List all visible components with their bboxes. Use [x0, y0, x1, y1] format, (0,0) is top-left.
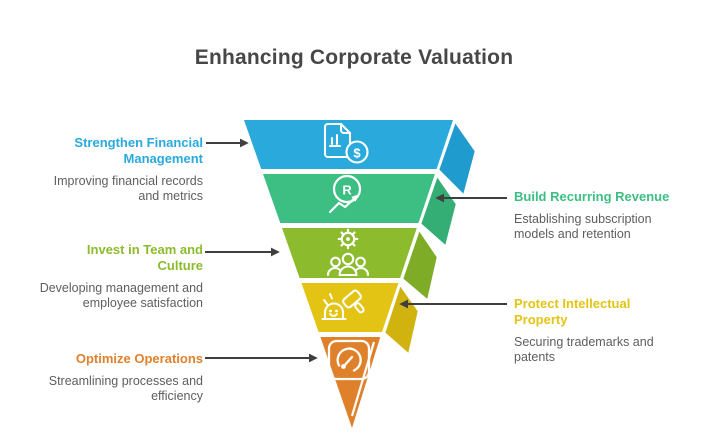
dollar-glyph: $ — [353, 146, 361, 161]
person-center-body — [338, 265, 358, 277]
gauge-needle — [342, 355, 354, 368]
label-optimize-operations: Optimize Operations Streamlining process… — [8, 351, 203, 404]
recurring-revenue-growth-icon: R — [328, 174, 362, 214]
gear-ring — [340, 231, 356, 247]
level-title: Build Recurring Revenue — [514, 189, 670, 204]
level-description: Establishing subscription models and ret… — [514, 212, 652, 241]
gear-teeth — [337, 228, 359, 250]
gavel-handle — [354, 302, 365, 314]
stamp-dome — [323, 302, 345, 321]
impact-sparkles — [323, 293, 333, 305]
trend-arrowhead — [351, 194, 360, 202]
revenue-glyph: R — [342, 183, 352, 198]
gear-icon — [337, 228, 359, 250]
gear-hub — [346, 237, 350, 241]
gavel-head — [342, 289, 362, 309]
gauge-needle-tip — [341, 364, 346, 369]
funnel-segment-1-fold — [436, 118, 478, 199]
gavel-legal-icon — [321, 289, 365, 321]
person-center-head — [341, 252, 355, 266]
level-description: Developing management and employee satis… — [39, 281, 203, 310]
gavel-shape — [342, 289, 365, 314]
trend-arrow-line — [328, 195, 358, 214]
speedometer-icon — [327, 339, 371, 381]
page-title: Enhancing Corporate Valuation — [194, 46, 514, 69]
stamp-eye — [335, 309, 338, 313]
stamp-smile — [329, 313, 338, 317]
financial-report-dollar-icon: $ — [323, 122, 369, 164]
level-description: Streamlining processes and efficiency — [48, 374, 203, 403]
person-right-head — [355, 256, 366, 268]
gauge-arc — [336, 347, 362, 372]
level-title: Strengthen Financial Management — [74, 135, 203, 166]
funnel-segment-4-fold — [382, 281, 421, 358]
label-build-recurring-revenue: Build Recurring Revenue Establishing sub… — [514, 189, 708, 242]
funnel-segment-2-fold — [418, 172, 459, 250]
dollar-coin-circle — [345, 140, 369, 164]
level-title: Protect Intellectual Property — [514, 296, 631, 327]
label-protect-intellectual-property: Protect Intellectual Property Securing t… — [514, 296, 708, 365]
funnel-segment-2 — [263, 174, 435, 223]
person-left-head — [330, 256, 341, 268]
level-description: Securing trademarks and patents — [514, 335, 654, 364]
label-invest-in-team-and-culture: Invest in Team and Culture Developing ma… — [8, 242, 203, 311]
document-fold-corner — [339, 122, 352, 135]
speedometer-frame — [327, 339, 371, 381]
level-title: Optimize Operations — [75, 351, 203, 366]
team-culture-icon — [326, 228, 370, 277]
level-title: Invest in Team and Culture — [86, 242, 203, 273]
label-strengthen-financial-management: Strengthen Financial Management Improvin… — [8, 135, 203, 204]
level-description: Improving financial records and metrics — [53, 174, 203, 203]
revenue-circle — [332, 174, 362, 204]
funnel-segment-5 — [320, 337, 381, 428]
stamp-eye — [329, 309, 332, 313]
funnel-segment-3-fold — [400, 226, 440, 304]
